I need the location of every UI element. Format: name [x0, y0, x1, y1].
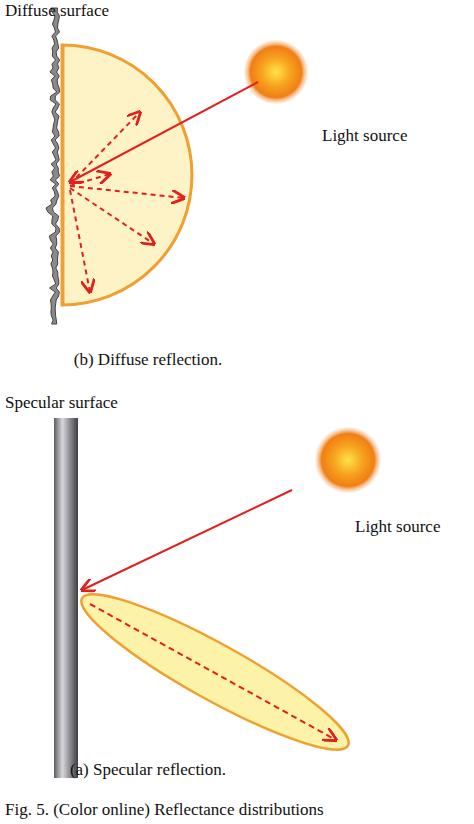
incident-ray: [70, 82, 258, 182]
incident-ray: [82, 490, 292, 590]
lobe-base: [62, 45, 65, 305]
light-source-label: Light source: [355, 517, 440, 537]
subfigure-caption: (b) Diffuse reflection.: [74, 350, 222, 370]
light-source: [315, 427, 381, 493]
light-source-label: Light source: [322, 126, 407, 146]
diffuse-rays: [70, 112, 184, 292]
figure-caption: Fig. 5. (Color online) Reflectance distr…: [5, 800, 324, 820]
rough-surface: [46, 8, 63, 324]
light-source: [244, 40, 308, 104]
rough-surface-edge: [46, 8, 60, 324]
surface-label: Diffuse surface: [5, 1, 109, 21]
specular-lobe: [68, 574, 361, 770]
surface-label: Specular surface: [5, 393, 118, 413]
subfigure-caption: (a) Specular reflection.: [70, 760, 226, 780]
specular-ray: [90, 604, 336, 740]
specular-surface: [54, 418, 78, 778]
